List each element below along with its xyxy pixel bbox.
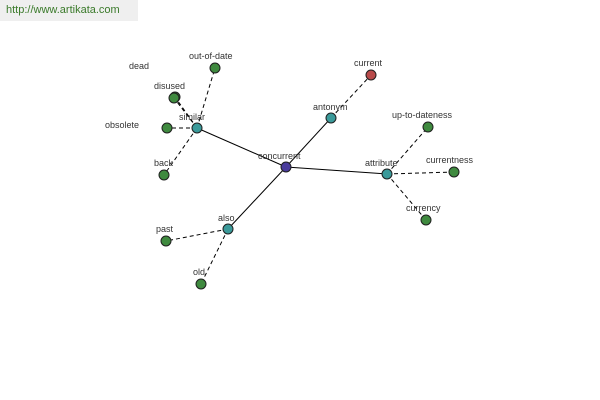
node-attribute[interactable] (381, 168, 393, 180)
label-current[interactable]: current (354, 58, 383, 68)
node-currency[interactable] (420, 214, 432, 226)
node-obsolete[interactable] (161, 122, 173, 134)
label-out-of-date[interactable]: out-of-date (189, 51, 233, 61)
node-disused[interactable] (168, 92, 180, 104)
graph-nodes (158, 62, 460, 290)
label-currentness[interactable]: currentness (426, 155, 474, 165)
label-attribute[interactable]: attribute (365, 158, 398, 168)
edge-also-old (200, 228, 229, 285)
label-currency[interactable]: currency (406, 203, 441, 213)
node-past[interactable] (160, 235, 172, 247)
node-back[interactable] (158, 169, 170, 181)
label-antonym[interactable]: antonym (313, 102, 348, 112)
node-antonym[interactable] (325, 112, 337, 124)
node-currentness[interactable] (448, 166, 460, 178)
edge-similar-back (163, 127, 198, 176)
node-current[interactable] (365, 69, 377, 81)
edge-attribute-currentness (386, 171, 455, 175)
node-up-to-dateness[interactable] (422, 121, 434, 133)
edge-antonym-current (330, 74, 372, 119)
edge-similar-out-of-date (196, 67, 216, 129)
edge-concurrent-antonym (285, 117, 332, 168)
graph-edges (163, 67, 455, 285)
graph-labels: concurrent similar dead disused out-of-date o… (105, 51, 474, 277)
label-back[interactable]: back (154, 158, 174, 168)
node-concurrent[interactable] (280, 161, 292, 173)
edge-attribute-up-to-dateness (386, 126, 429, 175)
node-out-of-date[interactable] (209, 62, 221, 74)
node-similar[interactable] (191, 122, 203, 134)
label-also[interactable]: also (218, 213, 235, 223)
node-also[interactable] (222, 223, 234, 235)
edge-concurrent-also (227, 166, 287, 230)
edge-concurrent-attribute (285, 166, 388, 175)
label-concurrent[interactable]: concurrent (258, 151, 301, 161)
label-disused[interactable]: disused (154, 81, 185, 91)
label-up-to-dateness[interactable]: up-to-dateness (392, 110, 453, 120)
label-obsolete[interactable]: obsolete (105, 120, 139, 130)
label-similar[interactable]: similar (179, 112, 205, 122)
label-old[interactable]: old (193, 267, 205, 277)
label-past[interactable]: past (156, 224, 174, 234)
watermark-url: http://www.artikata.com (0, 0, 138, 21)
edge-similar-disused (173, 97, 198, 129)
edge-similar-dead (174, 96, 198, 129)
node-old[interactable] (195, 278, 207, 290)
edge-also-past (165, 228, 229, 242)
label-dead[interactable]: dead (129, 61, 149, 71)
edge-concurrent-similar (196, 127, 287, 168)
edge-attribute-currency (386, 173, 427, 221)
